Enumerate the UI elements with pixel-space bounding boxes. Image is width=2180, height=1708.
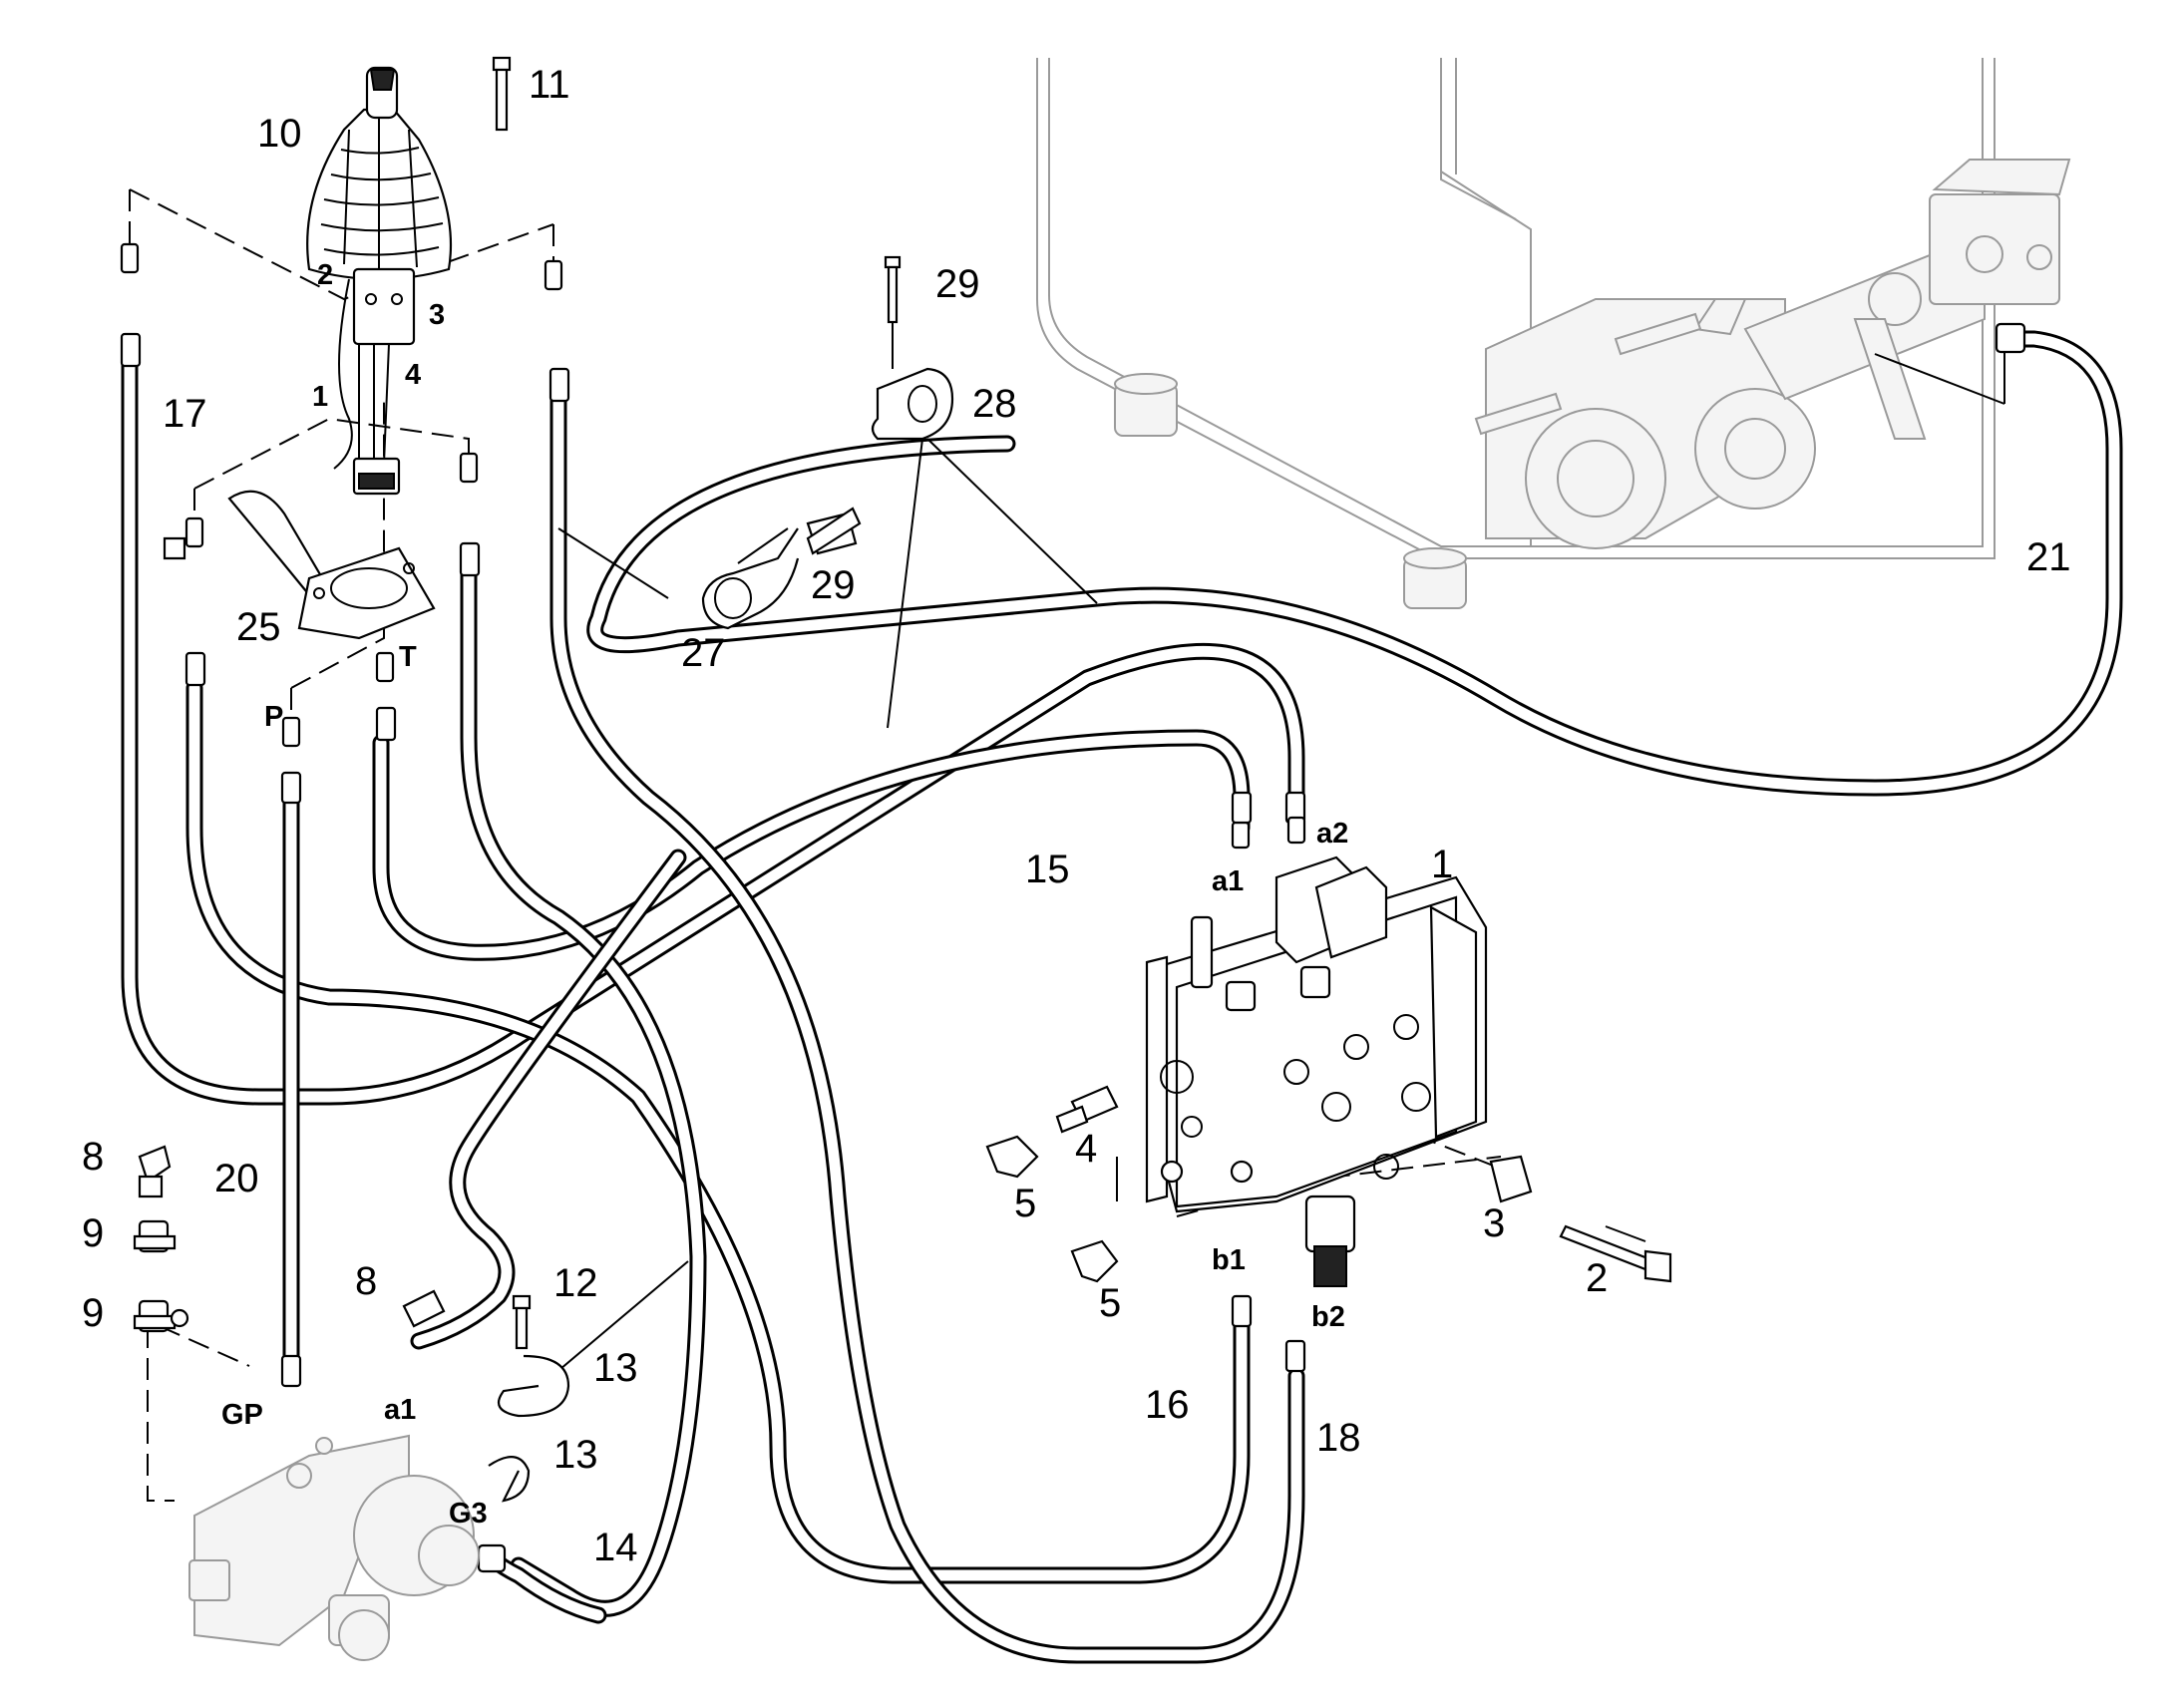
clamp-27	[701, 507, 862, 630]
port-labels: 2 3 1 4 P T a1 a2 b1 b2 a1 GP G3	[221, 259, 1348, 1530]
control-valve-block	[1145, 855, 1488, 1287]
port-joy-1: 1	[312, 381, 328, 413]
label-14: 14	[593, 1526, 638, 1569]
label-13b: 13	[553, 1433, 598, 1477]
label-20: 20	[214, 1157, 259, 1200]
pedal-bracket	[227, 490, 436, 640]
port-joy-2: 2	[317, 259, 333, 291]
port-G3: G3	[449, 1498, 488, 1530]
pump-unit	[188, 1434, 480, 1661]
port-joy-3: 3	[429, 299, 445, 331]
label-25: 25	[236, 605, 281, 649]
label-8a: 8	[82, 1135, 104, 1179]
port-a1-pump: a1	[384, 1394, 416, 1426]
joystick-control	[306, 66, 453, 496]
port-P: P	[264, 701, 283, 733]
port-b1-valve: b1	[1212, 1244, 1246, 1276]
label-15: 15	[1025, 848, 1070, 891]
port-GP: GP	[221, 1399, 263, 1431]
label-13a: 13	[593, 1346, 638, 1390]
label-29a: 29	[935, 262, 980, 306]
label-5b: 5	[1099, 1281, 1121, 1325]
label-1: 1	[1431, 843, 1453, 886]
label-16: 16	[1145, 1383, 1190, 1427]
left-fittings	[133, 1145, 189, 1333]
clamps-12-13	[488, 1294, 570, 1503]
label-17: 17	[163, 392, 207, 436]
label-8b: 8	[355, 1259, 377, 1303]
hose-fittings	[120, 242, 2026, 1573]
label-2: 2	[1586, 1256, 1608, 1300]
label-18: 18	[1316, 1416, 1361, 1460]
valve-fittings	[985, 1085, 1672, 1283]
port-a1-valve: a1	[1212, 865, 1244, 897]
label-29b: 29	[811, 563, 856, 607]
label-21: 21	[2026, 535, 2071, 579]
machine-housing	[1036, 58, 2071, 609]
port-b2-valve: b2	[1311, 1301, 1345, 1333]
label-4: 4	[1075, 1127, 1097, 1171]
port-T: T	[399, 641, 417, 673]
label-27: 27	[681, 631, 726, 675]
part-number-labels: 1 2 3 4 5 5 8 8 9 9 10 11 12 13 13 14 15…	[82, 63, 2071, 1569]
bolt-11	[492, 56, 512, 132]
clamp-28	[871, 255, 954, 441]
port-a2-valve: a2	[1316, 818, 1348, 850]
label-10: 10	[257, 112, 302, 156]
label-9b: 9	[82, 1291, 104, 1335]
label-12: 12	[553, 1261, 598, 1305]
hose-lines	[121, 330, 2123, 1664]
label-28: 28	[972, 382, 1017, 426]
label-5a: 5	[1014, 1182, 1036, 1225]
label-9a: 9	[82, 1211, 104, 1255]
label-3: 3	[1483, 1201, 1505, 1245]
port-joy-4: 4	[405, 359, 421, 391]
label-11: 11	[529, 63, 570, 107]
